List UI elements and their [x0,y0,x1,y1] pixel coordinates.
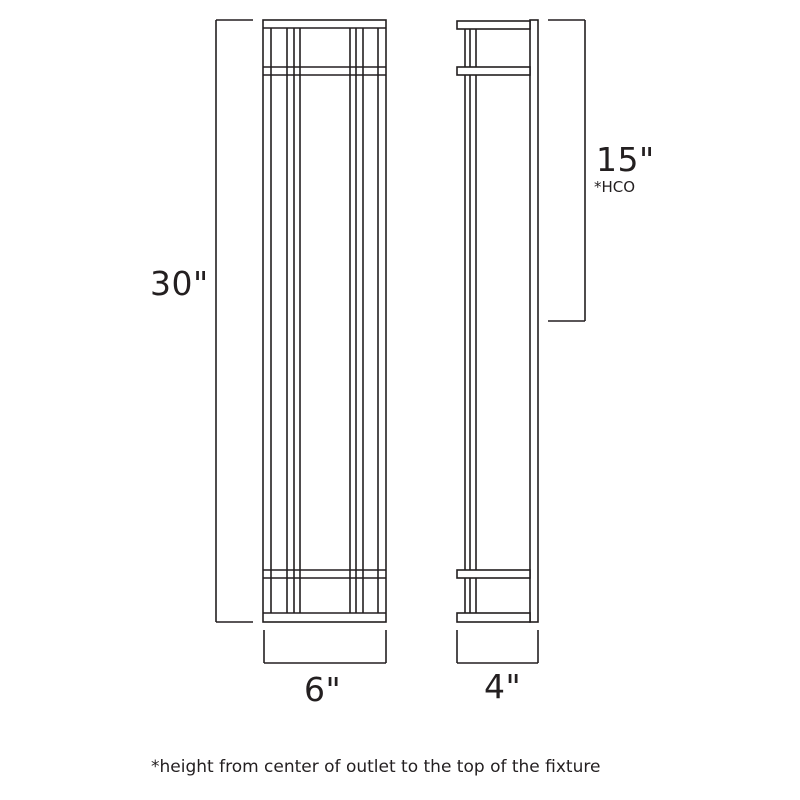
hco-sublabel: *HCO [594,178,636,196]
height-label: 30" [150,264,209,303]
hco-label: 15" [596,140,655,179]
height-dimension-bracket [215,19,253,623]
front-view [262,19,387,623]
hco-dimension-bracket [548,19,586,322]
depth-label: 4" [484,667,522,706]
side-view [456,19,539,623]
width-dimension-bracket [263,630,387,664]
width-label: 6" [304,670,342,709]
footnote: *height from center of outlet to the top… [151,757,601,777]
depth-dimension-bracket [456,630,539,664]
